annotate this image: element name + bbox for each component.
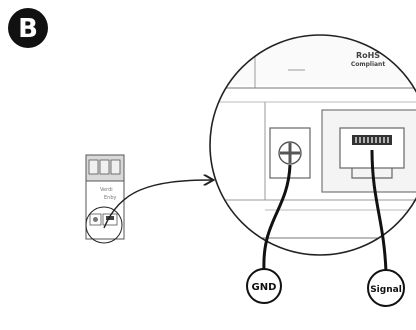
signal-label: Signal bbox=[370, 285, 402, 295]
signal-port bbox=[321, 109, 416, 193]
zoom-view: RoHS Compliant bbox=[209, 34, 416, 256]
zoom-circle-outline bbox=[209, 34, 416, 256]
device-brand-text: Verdi bbox=[100, 187, 113, 193]
device-gnd-screw-icon bbox=[93, 217, 98, 222]
step-badge-letter: B bbox=[18, 14, 38, 44]
zoom-source-ring bbox=[85, 206, 123, 244]
step-badge: B bbox=[8, 8, 48, 48]
rohs-sub-text: Compliant bbox=[351, 61, 386, 68]
small-device: Verdi Enby bbox=[85, 154, 125, 240]
rohs-logo-text: RoHS bbox=[356, 51, 380, 60]
gnd-label: GND bbox=[252, 282, 277, 293]
gnd-callout: GND bbox=[246, 268, 282, 304]
device-model-text: Enby bbox=[104, 195, 117, 201]
signal-callout: Signal bbox=[367, 269, 405, 307]
gnd-wire bbox=[262, 164, 292, 271]
signal-wire bbox=[370, 149, 388, 273]
zoom-arrow bbox=[103, 180, 212, 229]
